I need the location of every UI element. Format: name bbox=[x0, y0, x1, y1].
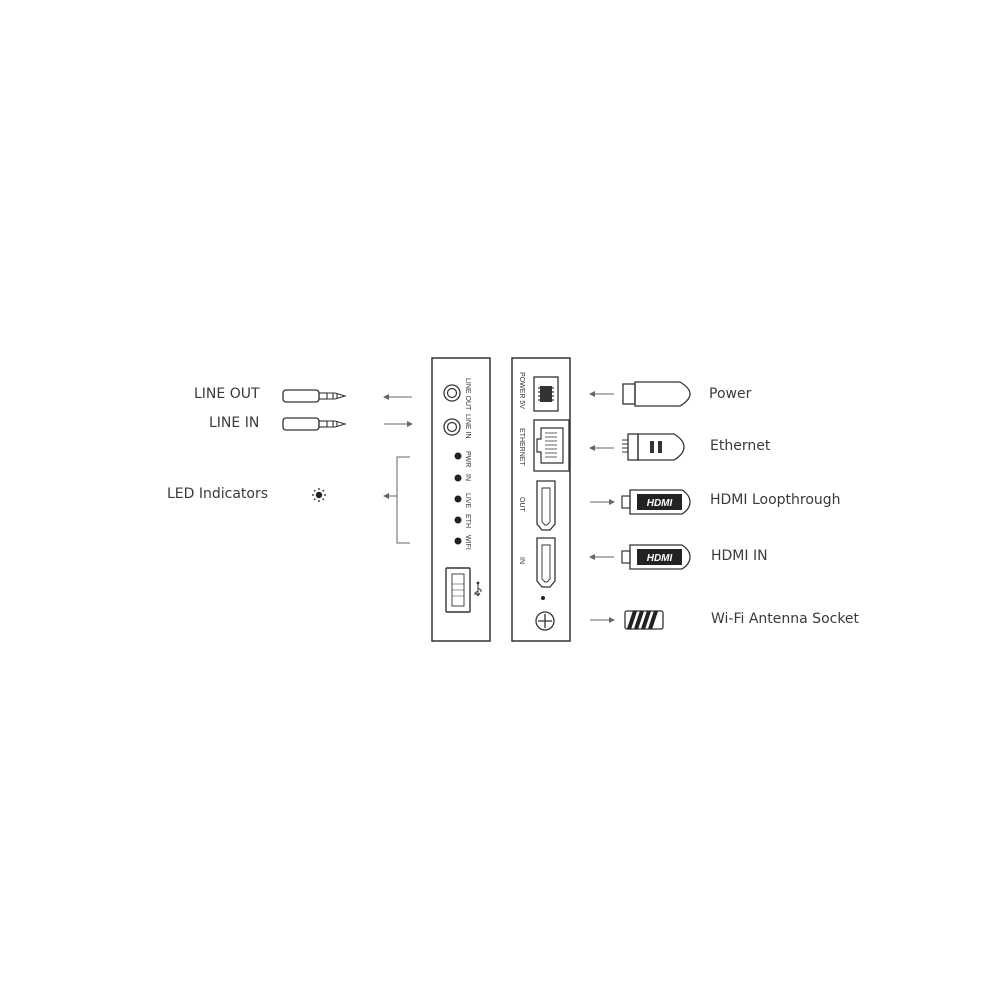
led-wifi bbox=[454, 537, 462, 545]
ethernet-plug-icon bbox=[622, 433, 685, 461]
antenna-connector-icon bbox=[624, 610, 664, 630]
led-label: WIFI bbox=[464, 535, 471, 550]
power-port bbox=[533, 376, 559, 412]
right-panel: POWER 5V ETHERNET OUT IN bbox=[511, 357, 571, 642]
led-indicators-label: LED Indicators bbox=[167, 486, 269, 502]
panel-in-text: IN bbox=[518, 557, 525, 564]
led-label: IN bbox=[464, 474, 471, 481]
panel-ethernet-text: ETHERNET bbox=[518, 428, 525, 466]
hdmi-plug-icon: HDMI bbox=[621, 489, 691, 515]
hdmi-logo-text: HDMI bbox=[647, 553, 673, 564]
panel-line-in-text: LINE IN bbox=[464, 414, 471, 439]
led-live bbox=[454, 495, 462, 503]
hdmi-in-label: HDMI IN bbox=[711, 548, 768, 564]
panel-power-text: POWER 5V bbox=[518, 372, 525, 409]
sun-icon bbox=[312, 488, 326, 502]
indicator-dot bbox=[541, 596, 545, 600]
panel-line-out-text: LINE OUT bbox=[464, 378, 471, 411]
antenna-socket bbox=[535, 611, 555, 631]
line-in-jack bbox=[443, 418, 461, 436]
power-label: Power bbox=[709, 386, 752, 402]
hdmi-logo-text: HDMI bbox=[647, 498, 673, 509]
led-label: ETH bbox=[464, 514, 471, 528]
led-in bbox=[454, 474, 462, 482]
power-plug-icon bbox=[622, 381, 691, 407]
usb-port bbox=[445, 567, 471, 613]
audio-jack-plug-icon bbox=[282, 389, 347, 403]
panel-out-text: OUT bbox=[518, 497, 525, 513]
led-label: PWR bbox=[464, 451, 471, 467]
hdmi-out-port bbox=[536, 480, 556, 531]
usb-icon bbox=[474, 581, 482, 597]
audio-jack-plug-icon bbox=[282, 417, 347, 431]
led-eth bbox=[454, 516, 462, 524]
hdmi-plug-icon: HDMI bbox=[621, 544, 691, 570]
led-pwr bbox=[454, 452, 462, 460]
led-label: LIVE bbox=[464, 493, 471, 509]
left-panel: LINE OUT LINE IN PWR IN LIVE ETH WIFI bbox=[431, 357, 491, 642]
ethernet-port bbox=[533, 419, 570, 472]
line-out-label: LINE OUT bbox=[194, 386, 260, 402]
led-bracket bbox=[383, 456, 410, 544]
hdmi-in-port bbox=[536, 537, 556, 588]
line-in-label: LINE IN bbox=[209, 415, 260, 431]
wifi-antenna-label: Wi-Fi Antenna Socket bbox=[711, 611, 860, 627]
ethernet-label: Ethernet bbox=[710, 438, 771, 454]
line-out-jack bbox=[443, 384, 461, 402]
hdmi-loopthrough-label: HDMI Loopthrough bbox=[710, 492, 841, 508]
